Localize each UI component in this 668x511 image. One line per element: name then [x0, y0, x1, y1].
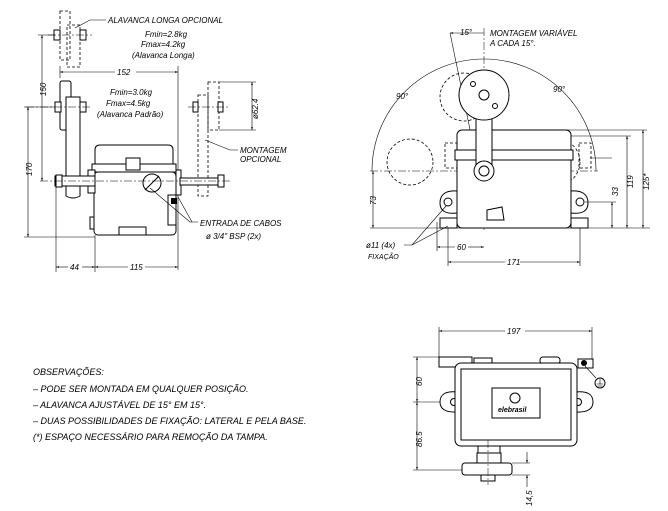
switch-housing-front: [439, 69, 589, 229]
fixing-line2: FIXAÇÃO: [368, 252, 399, 261]
variable-mount-line1: MONTAGEM VARIÁVEL: [490, 29, 577, 38]
std-fmax: Fmax=4.5kg: [106, 99, 151, 108]
dim-60-front: 60: [457, 243, 466, 252]
long-fmax: Fmax=4.2kg: [141, 40, 186, 49]
cable-entry-line1: ENTRADA DE CABOS: [200, 219, 282, 228]
logo-text: elebrasil: [498, 407, 527, 414]
dim-115: 115: [130, 263, 143, 272]
side-view: ALAVANCA LONGA OPCIONAL Fmin=2.8kg Fmax=…: [24, 10, 287, 272]
note-item: (*) ESPAÇO NECESSÁRIO PARA REMOÇÃO DA TA…: [33, 432, 268, 442]
cable-entry-line2: ø 3/4" BSP (2x): [206, 232, 261, 241]
long-fmin: Fmin=2.8kg: [145, 30, 188, 39]
long-lever-name: (Alavanca Longa): [132, 51, 195, 60]
std-fmin: Fmin=3.0kg: [110, 88, 153, 97]
optional-mount-line2: OPCIONAL: [240, 155, 281, 164]
long-lever-optional: [48, 10, 106, 68]
fixing-line1: ø11 (4x): [366, 241, 396, 250]
notes: OBSERVAÇÕES: – PODE SER MONTADA EM QUALQ…: [32, 367, 306, 442]
front-view: 15° MONTAGEM VARIÁVEL A CADA 15°. 90° 90…: [366, 28, 651, 267]
dim-86-5: 86.5: [415, 431, 424, 447]
top-view: 197 elebrasil 60 86.5: [413, 327, 606, 506]
optional-mount-line1: MONTAGEM: [240, 146, 287, 155]
dim-62-4: ø62.4: [251, 98, 260, 119]
dim-170: 170: [25, 162, 34, 176]
note-item: – ALAVANCA AJUSTÁVEL DE 15° EM 15°.: [32, 400, 206, 410]
optional-lever-right: [188, 81, 238, 197]
angle-left-90: 90°: [396, 92, 409, 101]
note-item: – DUAS POSSIBILIDADES DE FIXAÇÃO: LATERA…: [32, 416, 306, 426]
standard-lever: [26, 80, 92, 199]
dim-119: 119: [626, 175, 635, 188]
notes-title: OBSERVAÇÕES:: [33, 367, 104, 377]
angle-right-90: 90°: [553, 85, 566, 94]
switch-housing-side: [40, 144, 230, 236]
ground-icon: [584, 365, 606, 389]
dim-14-5: 14,5: [525, 490, 534, 506]
angle-15: 15°: [460, 28, 473, 37]
dim-125: 125*: [642, 173, 651, 190]
dim-150: 150: [39, 82, 48, 96]
long-lever-label: ALAVANCA LONGA OPCIONAL: [107, 16, 223, 25]
note-item: – PODE SER MONTADA EM QUALQUER POSIÇÃO.: [32, 384, 249, 394]
dim-152: 152: [117, 68, 131, 77]
dim-73: 73: [369, 196, 378, 205]
std-lever-name: (Alavanca Padrão): [97, 110, 164, 119]
dim-60-top: 60: [415, 377, 424, 386]
dim-171: 171: [507, 258, 520, 267]
variable-mount-line2: A CADA 15°.: [489, 39, 536, 48]
logo-plate: [491, 387, 541, 419]
dim-44: 44: [70, 263, 79, 272]
dim-197: 197: [507, 327, 521, 336]
dim-33: 33: [611, 187, 620, 196]
